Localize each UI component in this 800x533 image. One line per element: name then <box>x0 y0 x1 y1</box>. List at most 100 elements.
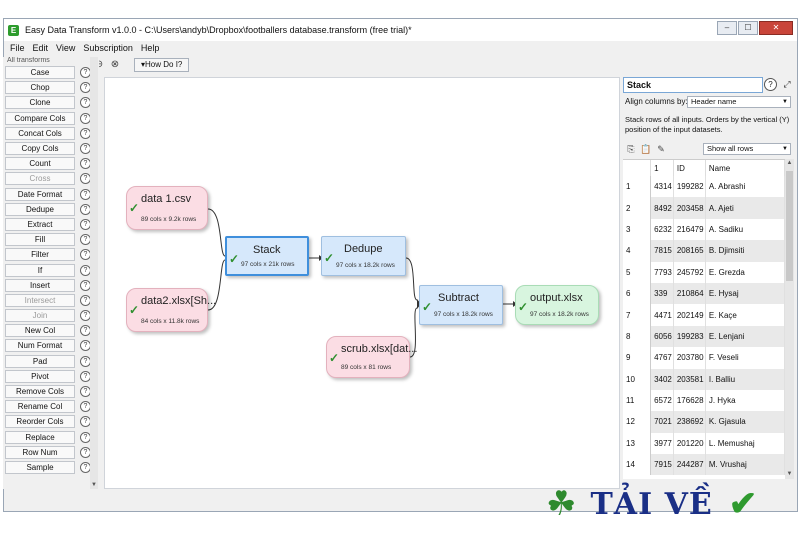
column-header[interactable]: 1 <box>650 160 674 176</box>
row-number: 4 <box>623 240 652 262</box>
table-cell: J. Hyka <box>705 389 785 412</box>
node-subtract[interactable]: ✓ Subtract 97 cols x 18.2k rows <box>419 285 503 325</box>
transform-button[interactable]: Compare Cols <box>5 111 75 125</box>
scroll-down-icon[interactable]: ▼ <box>786 471 793 477</box>
node-scrub[interactable]: ✓ scrub.xlsx[dat... 89 cols x 81 rows <box>326 336 417 378</box>
transform-button[interactable]: Reorder Cols <box>5 415 75 429</box>
column-header[interactable] <box>623 160 652 176</box>
transform-button[interactable]: Case <box>5 66 75 80</box>
transform-row: Replace? <box>3 430 99 445</box>
transform-row: Filter? <box>3 247 99 262</box>
transform-button[interactable]: Sample <box>5 460 75 474</box>
paste-icon[interactable]: 📋 <box>640 144 652 154</box>
node-dimensions: 84 cols x 11.8k rows <box>141 318 200 325</box>
transform-button[interactable]: Filter <box>5 248 75 262</box>
panel-title[interactable]: Stack <box>623 77 763 93</box>
transform-button[interactable]: Remove Cols <box>5 385 75 399</box>
ok-check-icon: ✓ <box>329 351 340 365</box>
column-header[interactable]: ID <box>673 160 706 176</box>
transform-row: Pad? <box>3 354 99 369</box>
menu-help[interactable]: Help <box>140 43 160 53</box>
grid-scrollbar[interactable]: ▲ ▼ <box>785 159 794 479</box>
close-button[interactable]: ✕ <box>759 21 793 35</box>
transform-button[interactable]: Pivot <box>5 369 75 383</box>
menu-subscription[interactable]: Subscription <box>83 43 133 53</box>
row-number: 5 <box>623 261 652 283</box>
node-data1[interactable]: ✓ data 1.csv 89 cols x 9.2k rows <box>126 186 208 230</box>
expand-icon[interactable]: ⤢ <box>783 79 791 89</box>
menu-view[interactable]: View <box>56 43 76 53</box>
transform-button[interactable]: Replace <box>5 430 75 444</box>
transform-button[interactable]: Fill <box>5 233 75 247</box>
scroll-down-icon[interactable]: ▼ <box>91 482 97 488</box>
help-icon[interactable]: ? <box>764 78 777 91</box>
node-stack[interactable]: ✓ Stack 97 cols x 21k rows <box>225 236 309 276</box>
transform-button[interactable]: Row Num <box>5 445 75 459</box>
connector-data1-stack <box>207 208 226 257</box>
ok-check-icon: ✓ <box>422 300 433 314</box>
row-number: 3 <box>623 218 652 241</box>
minimize-button[interactable]: – <box>717 21 737 35</box>
zoom-reset-icon[interactable]: ⊗ <box>110 59 120 70</box>
node-data2[interactable]: ✓ data2.xlsx[Sh... 84 cols x 11.8k rows <box>126 288 216 332</box>
menu-edit[interactable]: Edit <box>32 43 49 53</box>
transform-button[interactable]: If <box>5 263 75 277</box>
transform-button[interactable]: Rename Col <box>5 400 75 414</box>
transform-button[interactable]: Chop <box>5 81 75 95</box>
row-number: 6 <box>623 282 652 305</box>
connection-lines <box>207 208 517 358</box>
transform-button[interactable]: Date Format <box>5 187 75 201</box>
table-cell: 202149 <box>673 304 706 326</box>
row-number: 2 <box>623 197 652 219</box>
transform-button[interactable]: Extract <box>5 217 75 231</box>
transform-button[interactable]: Concat Cols <box>5 126 75 140</box>
transform-button[interactable]: Insert <box>5 278 75 292</box>
transform-button[interactable]: Copy Cols <box>5 142 75 156</box>
copy-icon[interactable]: ⎘ <box>627 144 635 154</box>
table-cell: A. Abrashi <box>705 176 785 198</box>
transform-button[interactable]: Pad <box>5 354 75 368</box>
node-title: output.xlsx <box>530 292 583 304</box>
scroll-up-icon[interactable]: ▲ <box>786 160 793 166</box>
node-dedupe[interactable]: ✓ Dedupe 97 cols x 18.2k rows <box>321 236 406 276</box>
sidebar-scrollbar[interactable]: ▼ <box>90 57 98 489</box>
align-columns-value: Header name <box>691 97 737 106</box>
transform-row: Join? <box>3 308 99 323</box>
table-cell: 210864 <box>673 282 706 305</box>
transform-button[interactable]: Count <box>5 157 75 171</box>
edit-pencil-icon[interactable]: ✎ <box>657 144 665 154</box>
ok-check-icon: ✓ <box>129 201 140 215</box>
workflow-canvas[interactable]: ✓ data 1.csv 89 cols x 9.2k rows ✓ data2… <box>104 77 620 489</box>
transform-button[interactable]: Dedupe <box>5 202 75 216</box>
transform-button[interactable]: Num Format <box>5 339 75 353</box>
transform-row: Concat Cols? <box>3 126 99 141</box>
maximize-button[interactable]: ☐ <box>738 21 758 35</box>
show-rows-select[interactable]: Show all rows ▼ <box>703 143 791 155</box>
transform-button[interactable]: Clone <box>5 96 75 110</box>
how-do-i-button[interactable]: ▾How Do I? <box>134 58 190 72</box>
transform-button[interactable]: New Col <box>5 324 75 338</box>
node-output[interactable]: ✓ output.xlsx 97 cols x 18.2k rows <box>515 285 599 325</box>
row-number: 9 <box>623 347 652 369</box>
menu-file[interactable]: File <box>10 43 25 53</box>
align-columns-select[interactable]: Header name ▼ <box>687 96 791 108</box>
scroll-thumb[interactable] <box>786 171 793 281</box>
transform-row: Insert? <box>3 278 99 293</box>
table-cell: 208165 <box>673 240 706 262</box>
column-header[interactable]: Name <box>705 160 785 176</box>
